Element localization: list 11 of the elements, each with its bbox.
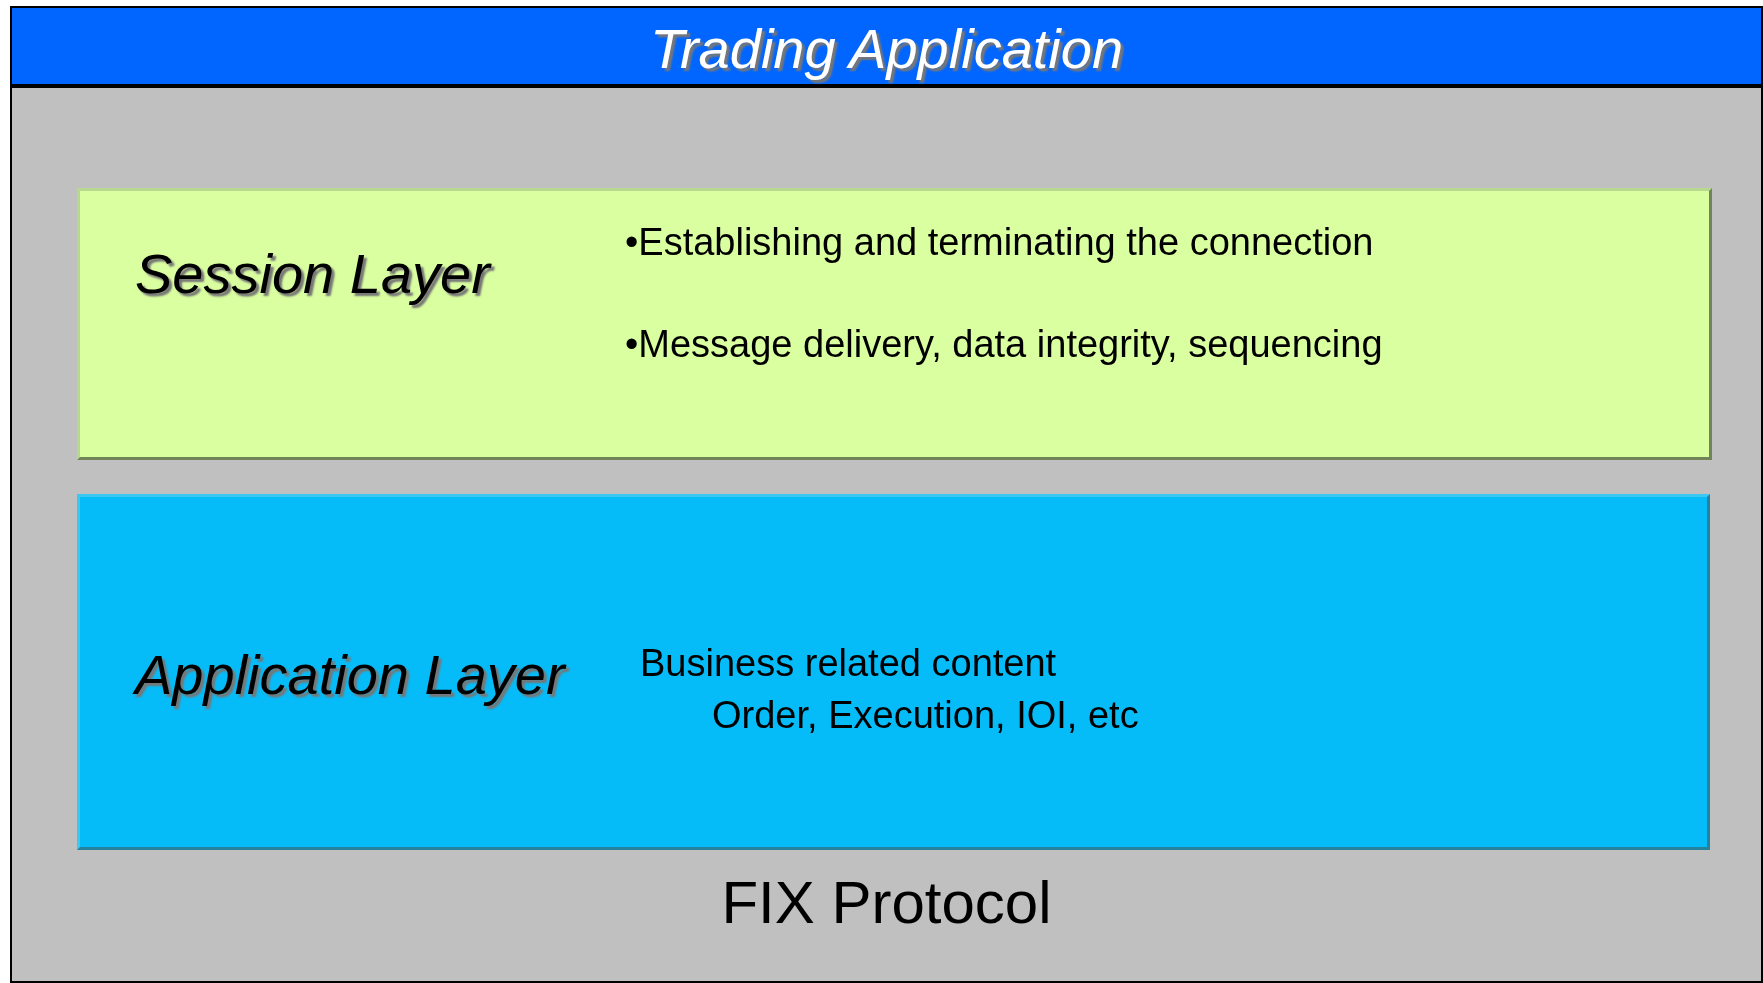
protocol-panel [10,86,1763,983]
title-text: Trading Application [649,16,1124,81]
bullet-text: •Establishing and terminating the connection [625,221,1374,264]
layer-heading: Session Layer [135,241,490,306]
panel-label: FIX Protocol [721,868,1052,937]
bullet-text: •Message delivery, data integrity, sequencing [625,323,1383,366]
description-text: Order, Execution, IOI, etc [712,694,1139,737]
session-layer-box [77,188,1712,460]
application-layer-box [77,494,1710,850]
description-text: Business related content [640,642,1057,685]
header-band [10,6,1763,86]
